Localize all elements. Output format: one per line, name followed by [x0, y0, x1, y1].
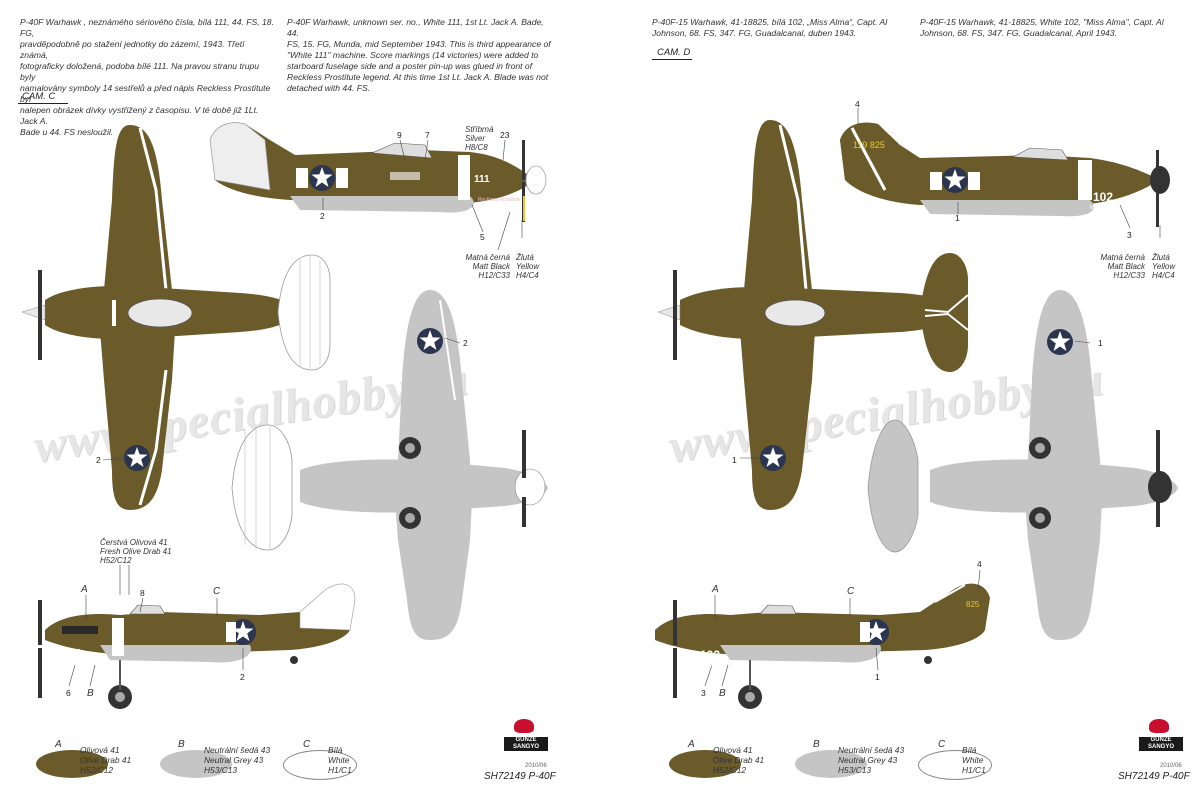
- swatch-grey-right: [795, 750, 867, 778]
- side-view-left-port: [38, 583, 356, 709]
- num-l-8: 8: [140, 588, 145, 598]
- cam-underline-left: [18, 103, 68, 104]
- num-r-1c: 1: [732, 455, 737, 465]
- cam-underline-right: [652, 59, 692, 60]
- num-l-2d: 2: [240, 672, 245, 682]
- bottom-view-left: [231, 290, 548, 640]
- num-l-5: 5: [480, 232, 485, 242]
- legend-letter-b-left: B: [178, 739, 185, 750]
- letter-r-b: B: [719, 688, 726, 699]
- letter-l-a: A: [81, 584, 88, 595]
- cam-label-left: CAM. C: [22, 91, 56, 102]
- tail-number-left-port: 111: [66, 648, 82, 659]
- nose-name-right-port: Miss ALMA: [700, 663, 726, 669]
- mpm-logo-left: [514, 719, 534, 733]
- nose-art-left: Reckless Prostitute: [478, 197, 521, 203]
- num-r-3b: 3: [701, 688, 706, 698]
- legend-letter-c-right: C: [938, 739, 946, 750]
- tail-number-right-port: 825: [966, 600, 980, 609]
- description-en-left: P-40F Warhawk, unknown ser. no., White 1…: [287, 17, 551, 93]
- num-r-4b: 4: [977, 559, 982, 569]
- num-r-1b: 1: [1098, 338, 1103, 348]
- num-r-3a: 3: [1127, 230, 1132, 240]
- bottom-view-right: [867, 290, 1178, 640]
- tail-number-right: 119 825: [853, 140, 885, 150]
- description-cz-right: P-40F-15 Warhawk, 41-18825, bílá 102, „M…: [652, 17, 888, 38]
- cam-label-right: CAM. D: [657, 47, 691, 58]
- swatch-white-left: [283, 750, 357, 780]
- num-l-2a: 2: [320, 211, 325, 221]
- legend-letter-a-left: A: [55, 739, 62, 750]
- date-left: 2010/06: [525, 763, 547, 769]
- nose-name-right: Miss ALMA: [1090, 205, 1116, 211]
- swatch-olive-left: [36, 750, 108, 778]
- letter-l-b: B: [87, 688, 94, 699]
- tail-number-left: 111: [474, 174, 490, 185]
- num-l-23: 23: [500, 130, 510, 140]
- num-r-1d: 1: [875, 672, 880, 682]
- num-l-9: 9: [397, 130, 402, 140]
- description-en-right: P-40F-15 Warhawk, 41-18825, White 102, "…: [920, 17, 1164, 38]
- side-view-left-stbd: [209, 122, 547, 222]
- mpm-logo-right: [1149, 719, 1169, 733]
- nose-number-right-port: 102: [700, 648, 721, 662]
- swatch-grey-left: [160, 750, 232, 778]
- top-view-left: [21, 125, 331, 510]
- letter-r-c: C: [847, 586, 855, 597]
- num-r-4a: 4: [855, 99, 860, 109]
- nose-number-right: 102: [1093, 190, 1114, 204]
- num-l-2b: 2: [463, 338, 468, 348]
- num-l-6: 6: [66, 688, 71, 698]
- letter-l-c: C: [213, 586, 221, 597]
- letter-r-a: A: [712, 584, 719, 595]
- num-r-1a: 1: [955, 213, 960, 223]
- legend-letter-c-left: C: [303, 739, 311, 750]
- num-l-2c: 2: [96, 455, 101, 465]
- description-cz-left: P-40F Warhawk , neznámého sériového čísl…: [20, 17, 274, 137]
- leader-lines: [68, 108, 1161, 687]
- footer-right: SH72149 P-40F: [1118, 771, 1190, 782]
- legend-letter-a-right: A: [688, 739, 695, 750]
- footer-left: SH72149 P-40F: [484, 771, 556, 782]
- side-view-right-stbd: [840, 122, 1170, 227]
- date-right: 2010/06: [1160, 763, 1182, 769]
- swatch-white-right: [918, 750, 992, 780]
- num-l-7: 7: [425, 130, 430, 140]
- legend-letter-b-right: B: [813, 739, 820, 750]
- top-view-right: [657, 120, 969, 510]
- swatch-olive-right: [669, 750, 741, 778]
- side-view-right-port: [655, 583, 990, 709]
